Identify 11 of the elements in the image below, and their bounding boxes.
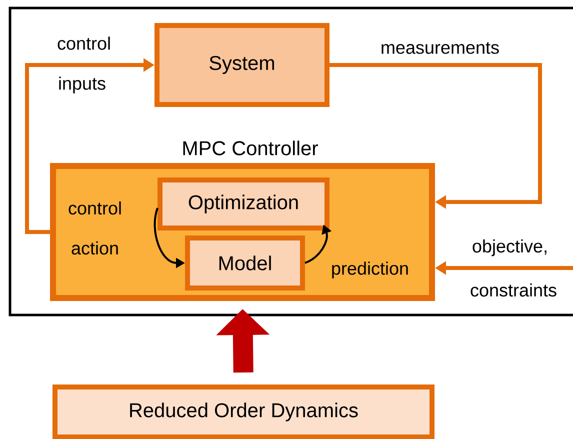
box-heading: MPC Controller — [183, 140, 318, 156]
edge-label: prediction — [332, 262, 408, 278]
process-box: System — [154, 23, 330, 107]
edge-label: control action — [68, 201, 121, 255]
process-box: Reduced Order Dynamics — [52, 384, 434, 439]
edge-label: measurements — [382, 42, 499, 54]
process-box: Optimization — [158, 178, 330, 230]
edge-label: objective, constraints — [470, 239, 556, 297]
process-box: Model — [185, 236, 305, 290]
edge-label: control inputs — [58, 36, 110, 94]
arrow — [330, 63, 542, 209]
